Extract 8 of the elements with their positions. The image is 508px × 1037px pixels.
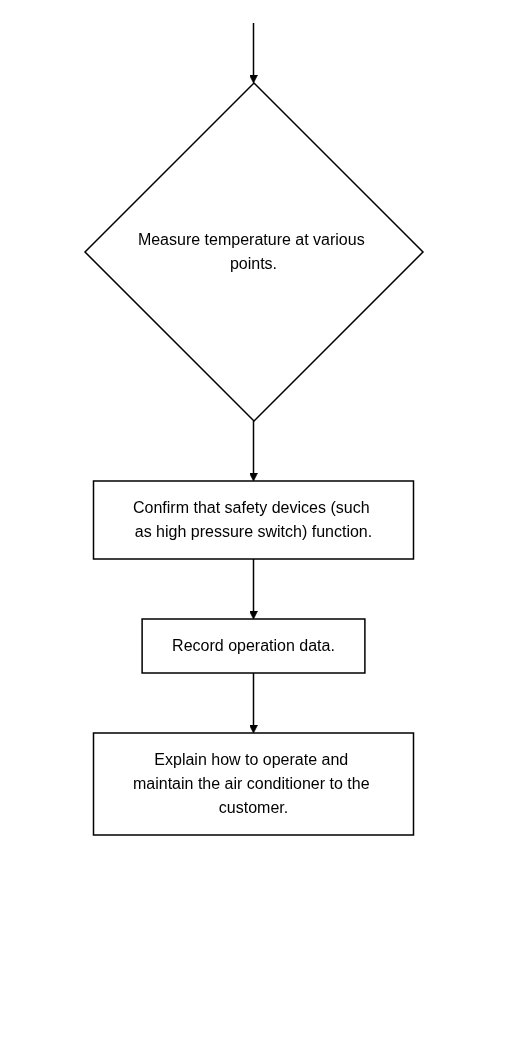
arrow: [249, 672, 258, 734]
arrow: [249, 420, 258, 482]
node-box: Explain how to operate and maintain the air conditioner to the customer.: [92, 732, 415, 836]
node-diamond: Measure temperature at various points.: [83, 81, 425, 423]
node-box: Confirm that safety devices (such as high pressure switch) function.: [92, 480, 415, 560]
arrow: [249, 22, 258, 84]
node-box: Record operation data.: [141, 618, 366, 674]
arrow: [249, 558, 258, 620]
